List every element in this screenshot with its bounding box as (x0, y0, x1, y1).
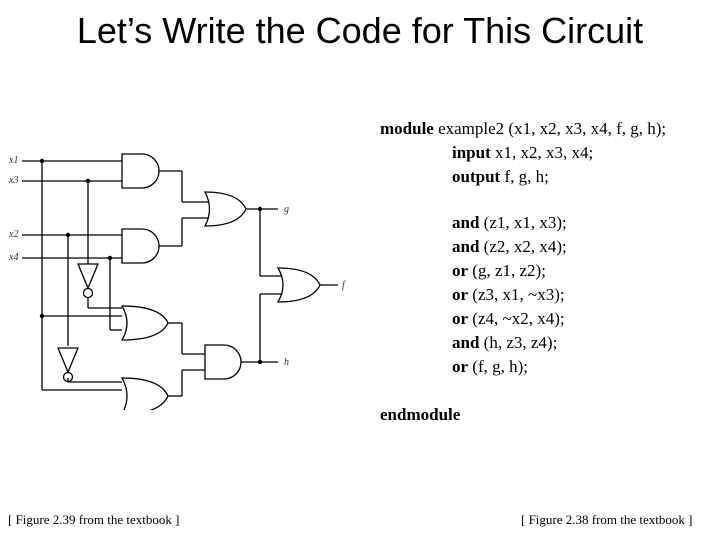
output-label-g: g (284, 204, 289, 215)
code-line-or-f: or (f, g, h); (452, 357, 529, 376)
code-line-endmodule: endmodule (380, 405, 461, 424)
or-gate-f (276, 267, 321, 303)
or-gate-g (203, 191, 247, 227)
output-label-f: f (342, 280, 346, 291)
code-line-or-z3: or (z3, x1, ~x3); (452, 285, 565, 304)
slide-title: Let’s Write the Code for This Circuit (76, 10, 644, 51)
input-label-x4: x4 (8, 252, 18, 263)
code-line-and-z2: and (z2, x2, x4); (452, 237, 567, 256)
circuit-diagram: x1 x3 x2 x4 g f h (8, 153, 346, 410)
code-line-module: module example2 (x1, x2, x3, x4, f, g, h… (380, 119, 667, 138)
not-bubble-x3 (82, 287, 94, 299)
and-gate-h (204, 344, 242, 380)
code-line-and-z1: and (z1, x1, x3); (452, 213, 567, 232)
not-gate-x3 (77, 263, 99, 290)
not-gate-x2 (57, 347, 79, 374)
code-line-and-h: and (h, z3, z4); (452, 333, 558, 352)
not-bubble-x2 (62, 371, 74, 383)
code-line-output: output f, g, h; (452, 167, 549, 186)
caption-left: [ Figure 2.39 from the textbook ] (8, 512, 180, 527)
code-line-or-g: or (g, z1, z2); (452, 261, 546, 280)
output-label-h: h (284, 357, 289, 368)
input-label-x2: x2 (8, 229, 18, 240)
and-gate-z2 (121, 228, 160, 264)
code-line-or-z4: or (z4, ~x2, x4); (452, 309, 565, 328)
or-gate-z3 (120, 305, 169, 341)
input-label-x1: x1 (8, 155, 18, 166)
code-line-input: input x1, x2, x3, x4; (452, 143, 594, 162)
input-label-x3: x3 (8, 175, 18, 186)
or-gate-z4 (120, 377, 169, 410)
caption-right: [ Figure 2.38 from the textbook ] (521, 512, 693, 527)
and-gate-z1 (121, 153, 160, 189)
